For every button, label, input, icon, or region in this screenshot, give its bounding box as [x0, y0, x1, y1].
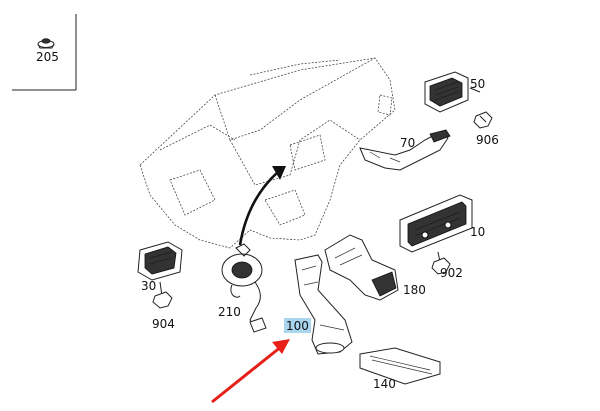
pointer-arrow-red [211, 339, 290, 404]
part-label-902: 902 [440, 266, 463, 280]
pointer-arrow-black [238, 166, 286, 246]
part-label-180: 180 [403, 283, 426, 297]
clip-icon-904 [152, 291, 173, 309]
part-label-904: 904 [152, 317, 175, 331]
dashboard-outline [139, 57, 396, 249]
air-vent-30 [137, 241, 183, 281]
clip-icon [37, 38, 55, 49]
part-label-70: 70 [400, 136, 415, 150]
highlight-100 [284, 318, 311, 333]
part-label-10: 10 [470, 225, 485, 239]
part-label-205: 205 [36, 50, 59, 64]
clip-icon-902 [431, 257, 451, 275]
clip-icon-906 [473, 111, 493, 129]
air-duct-180 [324, 234, 399, 301]
switch-stalk-70 [359, 129, 451, 171]
part-label-140: 140 [373, 377, 396, 391]
air-vent-50 [424, 71, 469, 113]
air-vent-10 [399, 194, 473, 253]
part-label-30: 30 [141, 279, 156, 293]
part-label-906: 906 [476, 133, 499, 147]
inset-box-205 [12, 14, 77, 91]
clock-spring-210 [221, 243, 267, 333]
air-duct-140 [359, 347, 441, 385]
part-label-50: 50 [470, 77, 485, 91]
part-label-210: 210 [218, 305, 241, 319]
air-duct-100 [294, 254, 353, 355]
part-label-100: 100 [286, 319, 309, 333]
